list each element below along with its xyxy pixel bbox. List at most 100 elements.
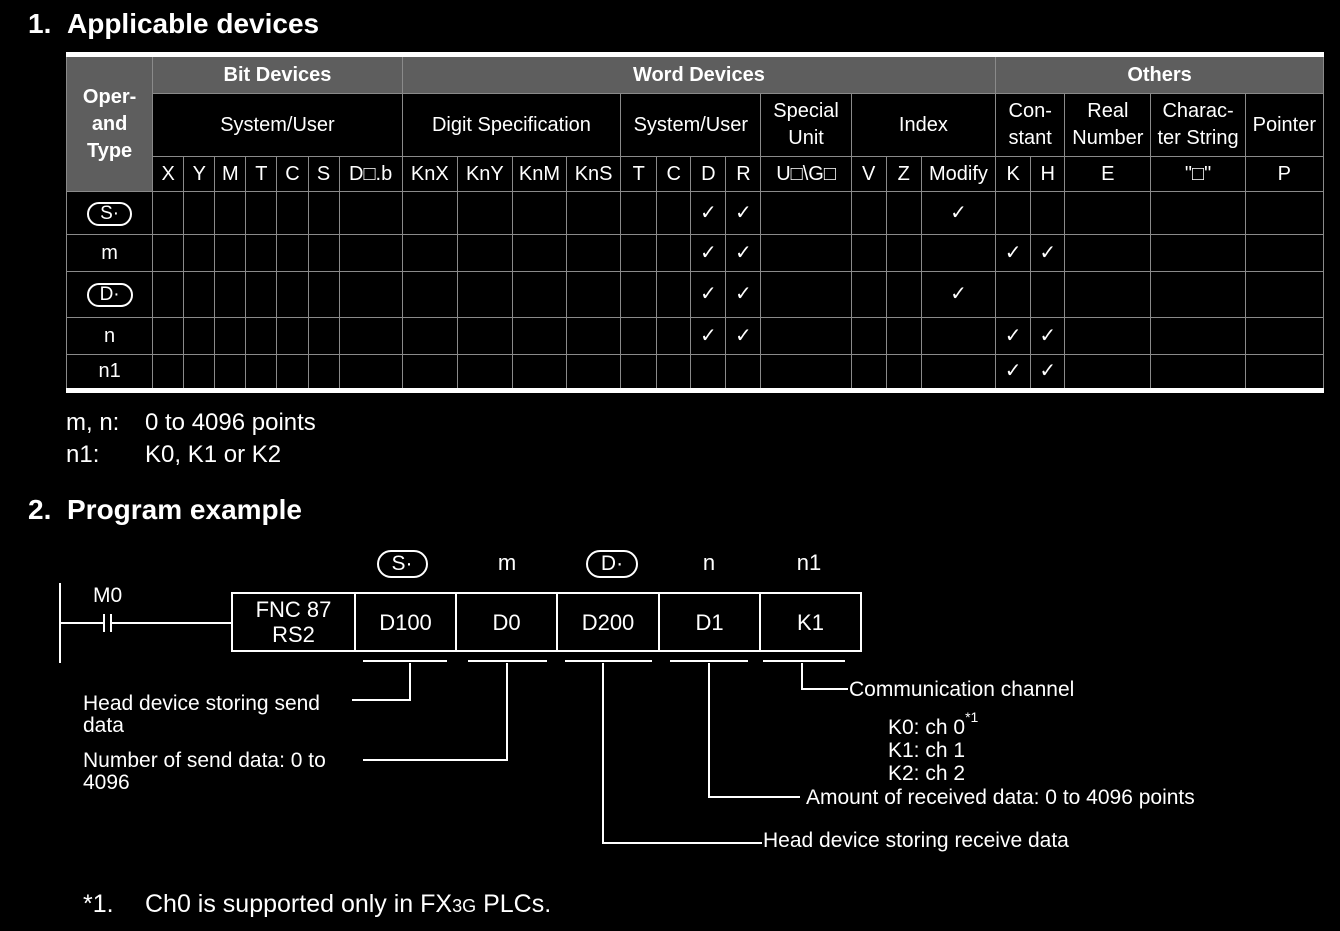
column-header: S (307, 156, 340, 192)
annotation-channel-list: K0: ch 0*1 K1: ch 1 K2: ch 2 (888, 709, 979, 785)
operand-header-label: m (497, 550, 517, 575)
others-header: Others (995, 54, 1324, 94)
table-cell (214, 354, 247, 391)
annotation-send-device: Head device storing send data (83, 693, 320, 737)
table-cell (620, 191, 658, 235)
channel-k1: K1: ch 1 (888, 739, 966, 762)
operand-label: S· (87, 201, 133, 226)
pointer-header: Pointer (1244, 93, 1325, 157)
table-cell (152, 271, 185, 318)
table-cell (1064, 234, 1152, 272)
note-value: K0, K1 or K2 (145, 441, 282, 468)
table-cell (1064, 191, 1152, 235)
leader-n (708, 663, 800, 798)
operand-value-box: D0 (455, 592, 558, 652)
column-header: KnM (511, 156, 568, 192)
table-cell (214, 317, 247, 355)
instruction-fnc: FNC 87 (255, 597, 332, 622)
table-cell (245, 354, 278, 391)
table-cell (1150, 191, 1246, 235)
column-header: "□" (1150, 156, 1246, 192)
footnote-ref: *1 (965, 709, 979, 725)
table-cell (885, 354, 922, 391)
instruction-mnemonic: RS2 (272, 622, 315, 647)
table-cell (850, 354, 887, 391)
operand-cell: S· (65, 191, 154, 235)
table-cell (566, 191, 622, 235)
table-row: n✓✓✓✓ (65, 317, 1325, 355)
annotation-line: Head device storing send (83, 692, 320, 715)
table-cell (656, 234, 692, 272)
table-row: D·✓✓✓ (65, 271, 1325, 318)
table-cell (1244, 191, 1325, 235)
column-header: P (1244, 156, 1325, 192)
column-header: K (995, 156, 1032, 192)
table-cell (885, 317, 922, 355)
table-cell (1150, 271, 1246, 318)
section-number: 1. (28, 8, 52, 39)
channel-k0-text: K0: ch 0 (888, 716, 966, 739)
word-system-user-header: System/User (620, 93, 762, 157)
leader-s (352, 663, 411, 701)
operand-label: D· (86, 283, 133, 307)
operand-cell: D· (65, 271, 154, 318)
table-row: m✓✓✓✓ (65, 234, 1325, 272)
table-cell (307, 354, 340, 391)
footnote-text-subscript: 3G (452, 896, 477, 916)
check-mark: ✓ (725, 191, 762, 235)
instruction-box: FNC 87 RS2 (231, 592, 356, 652)
annotation-line: data (83, 714, 124, 737)
table-cell (276, 191, 309, 235)
table-cell (1030, 271, 1066, 318)
column-header: Z (885, 156, 922, 192)
table-cell (850, 317, 887, 355)
table-cell (1244, 234, 1325, 272)
table-cell (690, 354, 727, 391)
check-mark: ✓ (690, 271, 727, 318)
annotation-receive-count: Amount of received data: 0 to 4096 point… (806, 786, 1195, 809)
operand-header: n (669, 550, 749, 576)
column-header: KnY (456, 156, 513, 192)
operand-header: m (467, 550, 547, 576)
operand-label: n (104, 324, 116, 347)
leader-n1 (801, 663, 848, 690)
table-cell (620, 271, 658, 318)
table-row: n1✓✓ (65, 354, 1325, 391)
table-cell (995, 271, 1032, 318)
column-header: M (214, 156, 247, 192)
table-cell (338, 354, 403, 391)
table-cell (566, 354, 622, 391)
check-mark: ✓ (1030, 354, 1066, 391)
column-header: KnS (566, 156, 622, 192)
table-cell (511, 317, 568, 355)
table-cell (152, 317, 185, 355)
operand-header: D· (572, 550, 652, 578)
column-header: E (1064, 156, 1152, 192)
table-cell (511, 354, 568, 391)
footnote-text-end: PLCs. (476, 890, 552, 918)
bit-devices-header: Bit Devices (152, 54, 403, 94)
table-cell (456, 354, 513, 391)
section-1-heading: 1. Applicable devices (28, 8, 319, 40)
table-cell (183, 191, 216, 235)
column-header: C (276, 156, 309, 192)
section-title: Applicable devices (67, 8, 320, 39)
column-header: T (245, 156, 278, 192)
footnote-mark: *1. (83, 890, 114, 918)
check-mark: ✓ (1030, 317, 1066, 355)
table-cell (656, 354, 692, 391)
annotation-line: Number of send data: 0 to (83, 749, 326, 772)
table-cell (920, 354, 997, 391)
operand-header-label: S· (376, 550, 428, 578)
table-cell (1244, 354, 1325, 391)
table-row: S·✓✓✓ (65, 191, 1325, 235)
table-cell (725, 354, 762, 391)
check-mark: ✓ (920, 271, 997, 318)
operand-value-box: K1 (759, 592, 862, 652)
operand-header-label: D· (585, 550, 639, 578)
operand-label: m (101, 241, 118, 264)
operand-header-label: n1 (796, 550, 822, 575)
section-2-heading: 2.Program example (28, 494, 302, 526)
note-key: n1: (66, 441, 100, 468)
